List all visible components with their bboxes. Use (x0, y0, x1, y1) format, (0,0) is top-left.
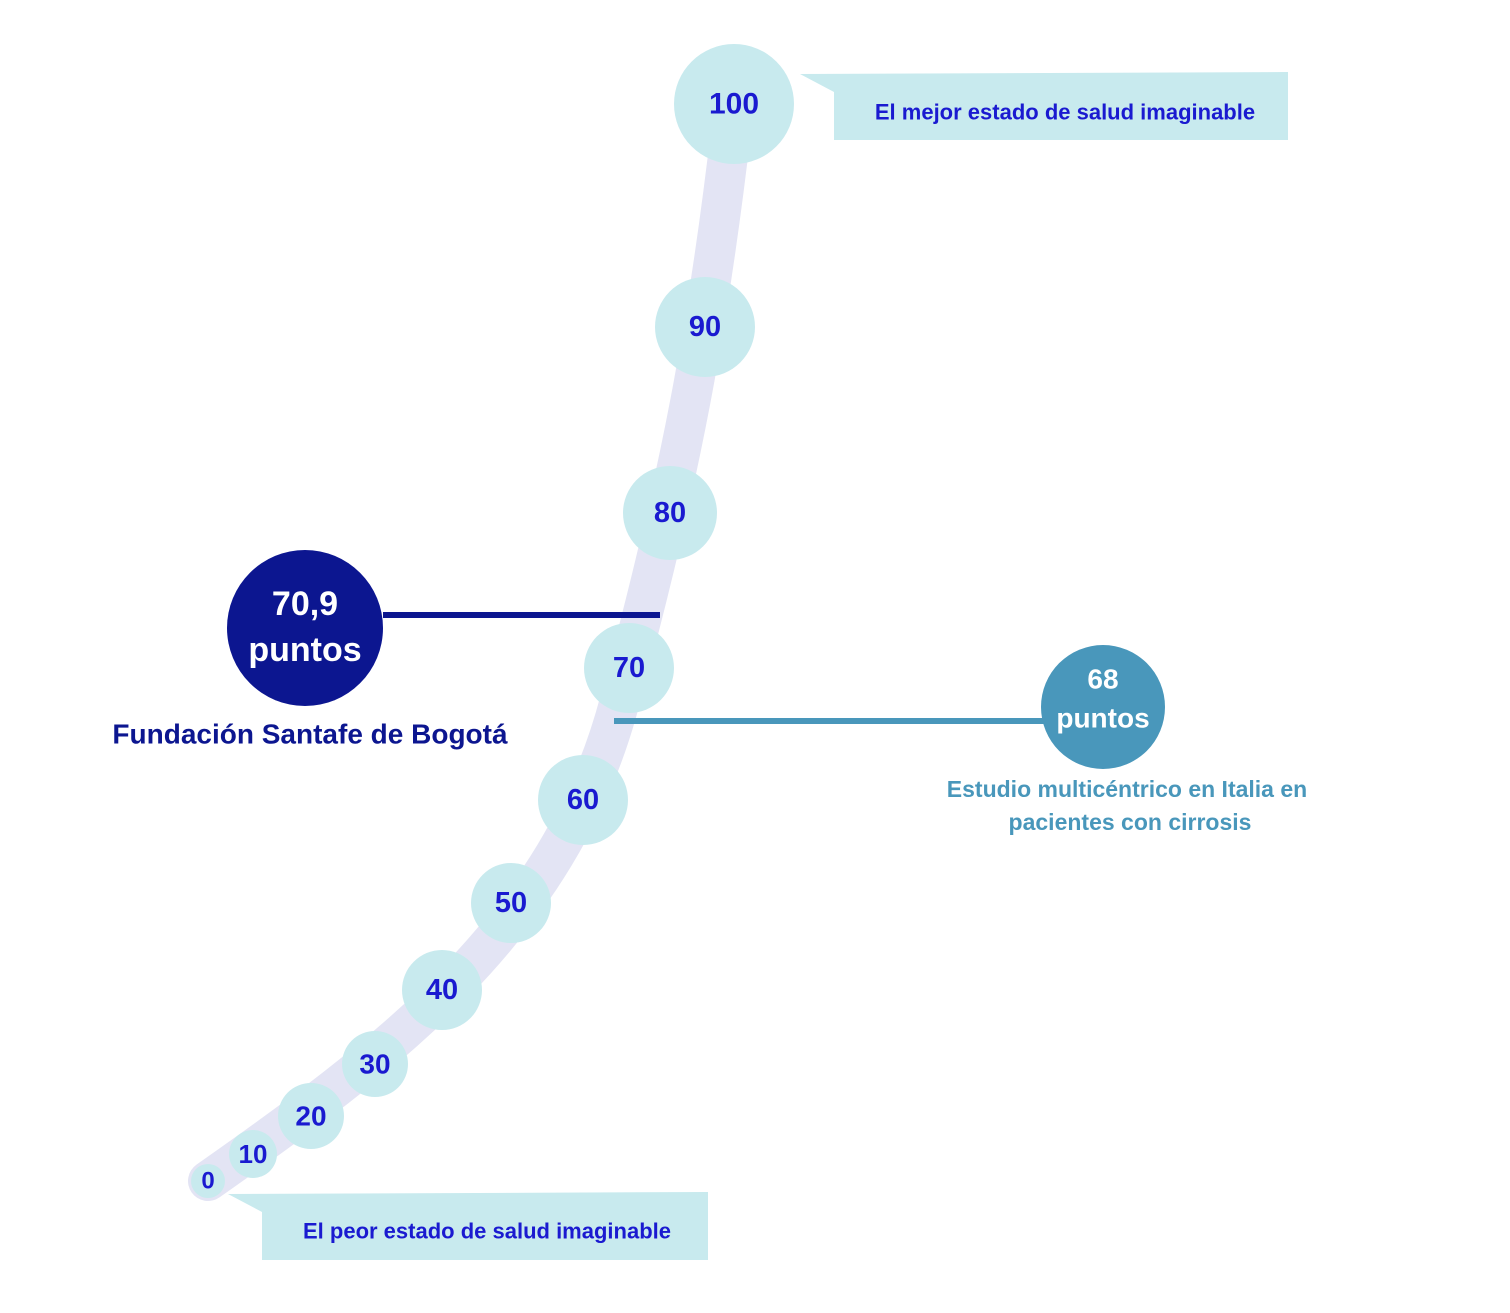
tick-circle-10 (229, 1130, 277, 1178)
tick-label-40: 40 (426, 974, 458, 1006)
tick-label-0: 0 (201, 1168, 214, 1195)
tick-circle-50 (471, 863, 551, 943)
fsb-score-circle (227, 550, 383, 706)
tick-label-70: 70 (613, 652, 645, 684)
tick-circle-60 (538, 755, 628, 845)
tick-circle-80 (623, 466, 717, 560)
tick-label-10: 10 (239, 1139, 268, 1169)
tick-circle-0 (191, 1164, 225, 1198)
fsb-score-unit: puntos (248, 631, 361, 669)
italy-caption-line2: pacientes con cirrosis (1009, 809, 1252, 835)
tick-label-60: 60 (567, 784, 599, 816)
tick-label-100: 100 (709, 88, 759, 121)
tick-label-30: 30 (359, 1049, 390, 1080)
italy-score-value: 68 (1087, 664, 1118, 695)
tick-label-90: 90 (689, 311, 721, 343)
fsb-score-value: 70,9 (272, 585, 338, 623)
tick-circle-90 (655, 277, 755, 377)
italy-score-circle (1041, 645, 1165, 769)
tick-circle-40 (402, 950, 482, 1030)
tick-circle-100 (674, 44, 794, 164)
italy-caption-line1: Estudio multicéntrico en Italia en (947, 776, 1307, 802)
tick-circle-30 (342, 1031, 408, 1097)
top-callout-text: El mejor estado de salud imaginable (875, 100, 1255, 125)
bottom-callout-box (228, 1192, 708, 1260)
tick-label-50: 50 (495, 887, 527, 919)
top-callout-box (800, 72, 1288, 140)
fsb-caption: Fundación Santafe de Bogotá (112, 719, 508, 750)
tick-label-20: 20 (295, 1101, 326, 1132)
italy-score-unit: puntos (1056, 703, 1149, 734)
scale-ticks: 0 10 20 30 40 50 60 70 80 90 100 (191, 44, 794, 1198)
tick-circle-70 (584, 623, 674, 713)
bottom-callout-text: El peor estado de salud imaginable (303, 1219, 671, 1244)
tick-label-80: 80 (654, 497, 686, 529)
tick-circle-20 (278, 1083, 344, 1149)
